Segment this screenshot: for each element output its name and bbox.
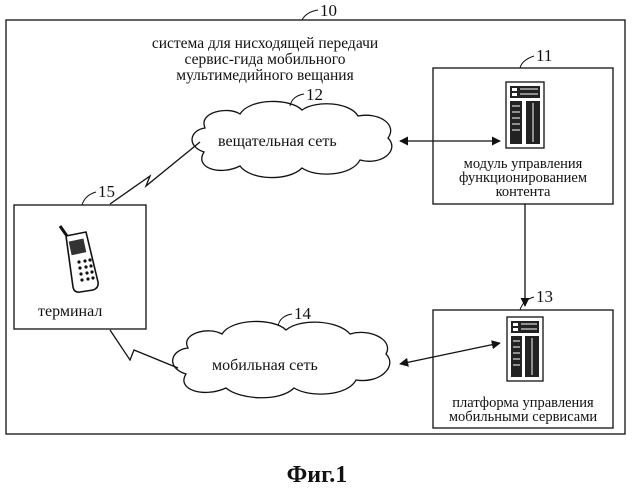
ref-13-leader [520,297,534,310]
mobile-phone-icon [60,226,98,292]
broadcast-network-label: вещательная сеть [218,134,337,150]
ref-11: 11 [536,47,552,64]
content-module-label: модуль управления функционированием конт… [436,157,610,199]
content-module-label-line: функционированием [436,171,610,185]
content-module-label-line: контента [436,185,610,199]
ref-13: 13 [536,288,553,305]
ref-12: 12 [306,86,323,103]
ref-15-leader [82,192,96,205]
ref-10-leader [302,10,318,20]
mobile-network-label: мобильная сеть [212,358,318,374]
system-title: система для нисходящей передачи сервис-г… [100,36,430,84]
terminal-label: терминал [38,304,102,320]
wireless-link-broadcast [110,142,200,204]
ref-10: 10 [320,2,337,19]
service-platform-label: платформа управления мобильными сервисам… [436,396,610,424]
content-module-label-line: модуль управления [436,157,610,171]
system-title-line: система для нисходящей передачи [100,36,430,52]
mobile-platform-arrow [400,343,500,364]
server-icon [507,317,543,381]
system-title-line: сервис-гида мобильного [100,52,430,68]
ref-14: 14 [294,305,311,322]
ref-11-leader [520,56,534,68]
service-platform-label-line: мобильными сервисами [436,410,610,424]
server-icon [506,82,544,148]
figure-caption: Фиг.1 [0,462,634,489]
ref-14-leader [278,314,292,326]
ref-15: 15 [98,183,115,200]
system-title-line: мультимедийного вещания [100,68,430,84]
service-platform-label-line: платформа управления [436,396,610,410]
wireless-link-mobile [110,330,178,368]
